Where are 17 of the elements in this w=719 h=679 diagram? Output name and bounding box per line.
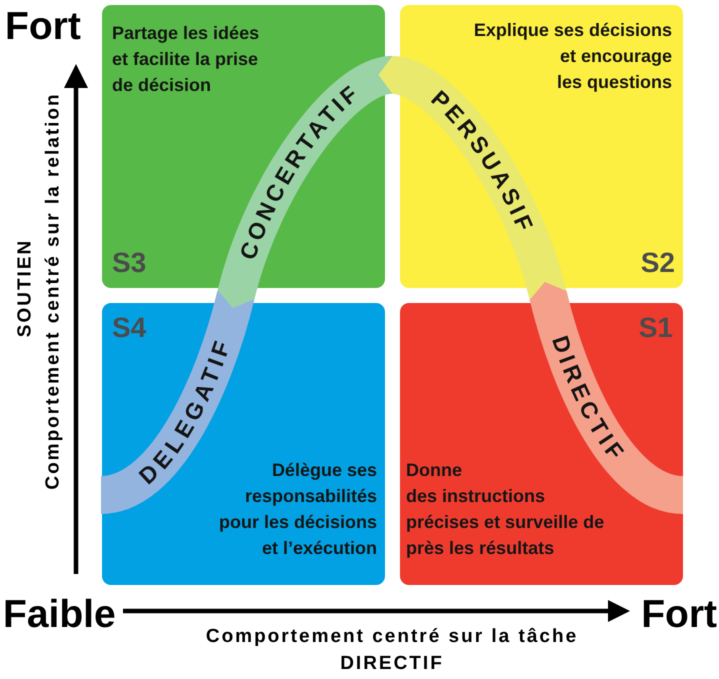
curved-arrow <box>378 56 566 300</box>
description-text: Donne des instructions précises et surveille de près les résultats <box>406 459 604 560</box>
style-code-label: S3 <box>112 249 146 277</box>
description-text: Explique ses décisions et encourage les questions <box>474 19 672 92</box>
axis-end-label: Faible <box>3 595 116 634</box>
axis-title: Comportement centré sur la relation <box>44 92 62 490</box>
axis-end-label: Fort <box>641 595 717 634</box>
axis-end-label: Fort <box>5 7 81 46</box>
style-code-label: S4 <box>112 314 146 342</box>
style-code-label: S2 <box>640 249 675 277</box>
curved-arrow <box>530 282 686 514</box>
axis-title: DIRECTIF <box>340 654 444 673</box>
description-text: Délègue ses responsabilités pour les décisions et l’exécution <box>218 460 377 560</box>
axis-title: SOUTIEN <box>16 238 34 338</box>
axis-title: Comportement centré sur la tâche <box>206 627 578 646</box>
description-text: Partage les idées et facilite la prise de décision <box>112 22 260 95</box>
style-code-label: S1 <box>638 314 673 342</box>
